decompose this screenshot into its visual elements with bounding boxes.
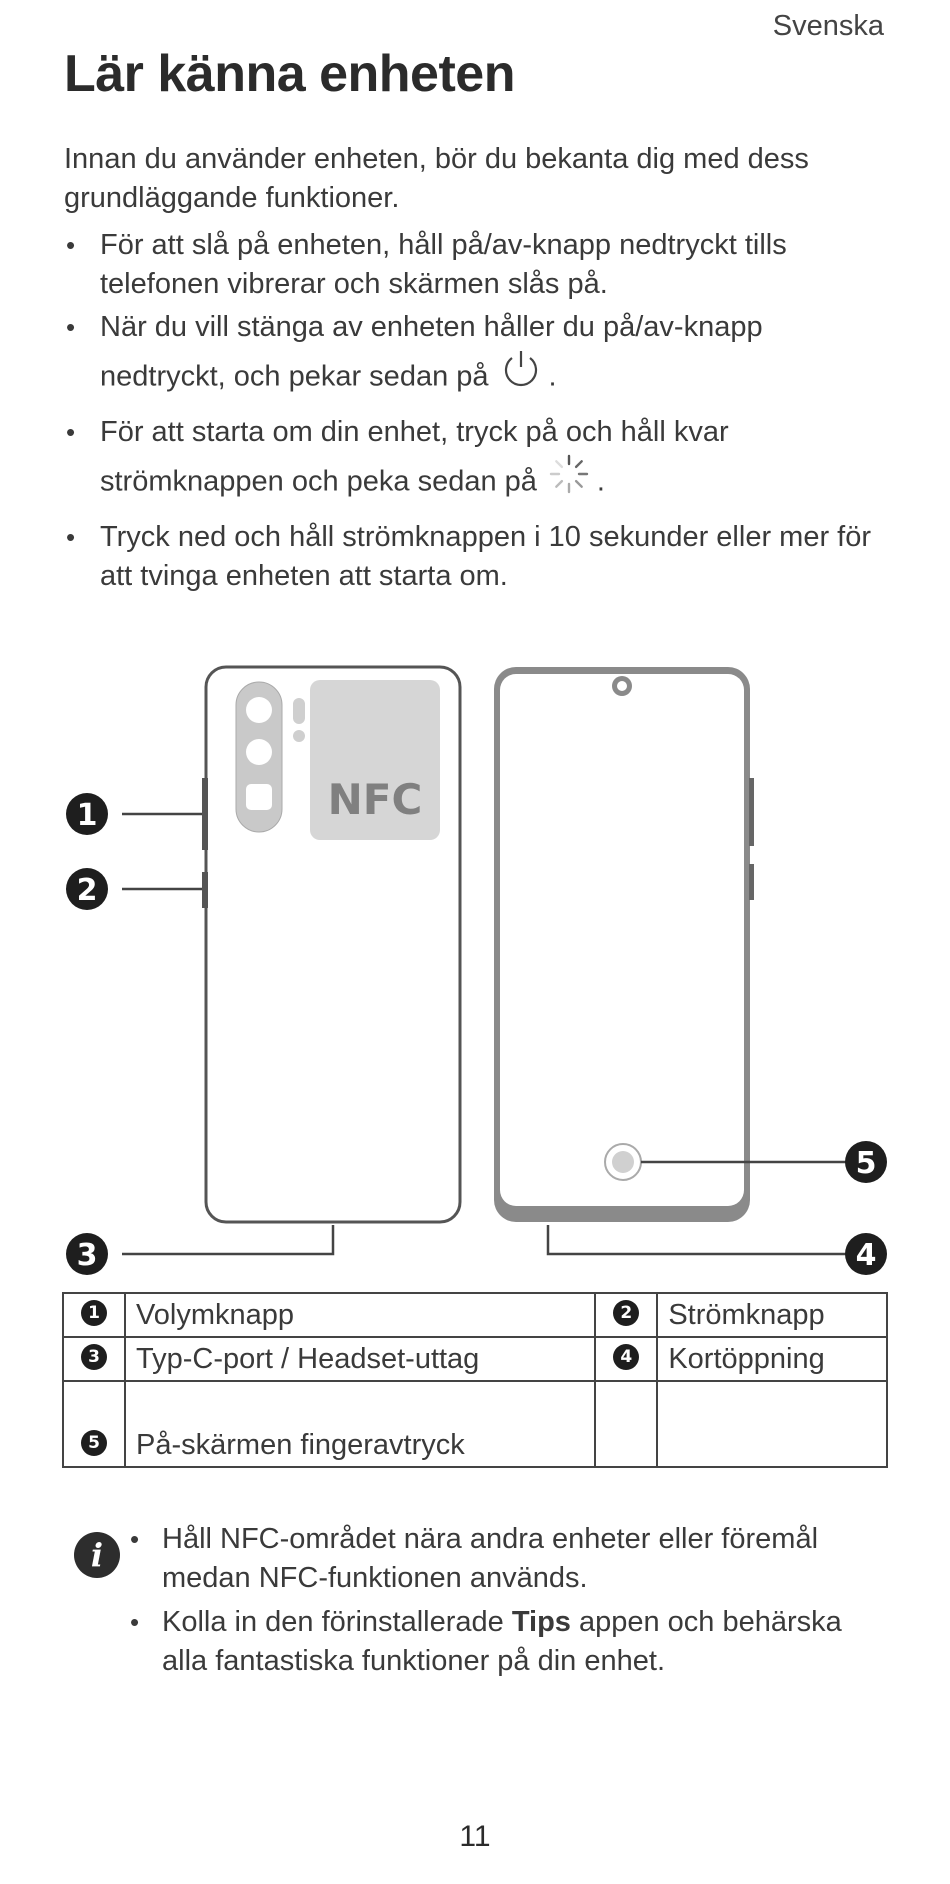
language-label: Svenska [772,10,884,42]
svg-text:4: 4 [856,1238,877,1273]
callout-1: 1 [66,793,108,835]
table-row: 3 Typ-C-port / Headset-uttag 4 Kortöppni… [62,1336,888,1382]
svg-text:3: 3 [77,1238,98,1273]
note-text: appen och behärska alla fantastiska funk… [162,1606,842,1677]
instruction-text: Tryck ned och håll strömknappen i 10 sek… [100,521,872,592]
note-text: Kolla in den förinstallerade [162,1606,512,1638]
instruction-text: För att slå på enheten, håll på/av-knapp… [100,229,787,300]
table-row: 1 Volymknapp 2 Strömknapp [62,1292,888,1338]
callout-5: 5 [845,1141,887,1183]
instruction-text: När du vill stänga av enheten håller du … [100,311,763,343]
empty-cell [594,1380,659,1468]
nfc-area [310,680,440,840]
empty-cell [656,1380,888,1468]
part-label: Typ-C-port / Headset-uttag [123,1336,597,1382]
device-diagram: NFC 1 2 3 4 5 [66,665,887,1275]
instruction-item: För att slå på enheten, håll på/av-knapp… [64,226,894,304]
instruction-item: Tryck ned och håll strömknappen i 10 sek… [64,518,894,596]
note-item: Kolla in den förinstallerade Tips appen … [124,1603,894,1681]
phone-back: NFC [202,665,462,1224]
instruction-text: För att starta om din enhet, tryck på oc… [100,416,729,448]
intro-text: Innan du använder enheten, bör du bekant… [64,143,809,214]
instruction-item: När du vill stänga av enheten håller du … [64,308,894,409]
callout-4: 4 [845,1233,887,1275]
nfc-label: NFC [328,775,423,824]
part-number-badge: 3 [81,1344,107,1371]
page-title: Lär känna enheten [64,45,515,103]
part-number-badge: 2 [613,1300,640,1327]
svg-text:2: 2 [77,873,98,908]
instruction-list: För att slå på enheten, håll på/av-knapp… [64,226,894,600]
part-number-badge: 1 [81,1300,107,1327]
info-icon: i [74,1532,120,1578]
instruction-text-tail: nedtryckt, och pekar sedan på [100,360,489,393]
table-row: 5 På-skärmen fingeravtryck [62,1380,888,1468]
svg-text:1: 1 [77,798,98,833]
instruction-text-tail: strömknappen och peka sedan på [100,465,537,498]
page-number: 11 [459,1820,491,1853]
tips-app-name: Tips [511,1606,571,1638]
callout-2: 2 [66,868,108,910]
note-text: Håll NFC-området nära andra enheter elle… [162,1523,819,1594]
phone-front [494,667,754,1222]
note-item: Håll NFC-området nära andra enheter elle… [124,1520,894,1598]
part-label: Volymknapp [123,1292,597,1338]
power-icon [499,347,543,409]
callout-3: 3 [66,1233,108,1275]
part-label: Strömknapp [656,1292,888,1338]
part-number-badge: 5 [81,1430,107,1457]
notes-list: Håll NFC-området nära andra enheter elle… [124,1520,894,1686]
instruction-item: För att starta om din enhet, tryck på oc… [64,413,894,514]
svg-text:5: 5 [856,1146,877,1181]
parts-table: 1 Volymknapp 2 Strömknapp 3 Typ-C-port /… [62,1292,888,1468]
part-label: På-skärmen fingeravtryck [123,1380,597,1468]
part-number-badge: 4 [613,1344,640,1371]
restart-icon [547,452,591,514]
part-label: Kortöppning [656,1336,888,1382]
